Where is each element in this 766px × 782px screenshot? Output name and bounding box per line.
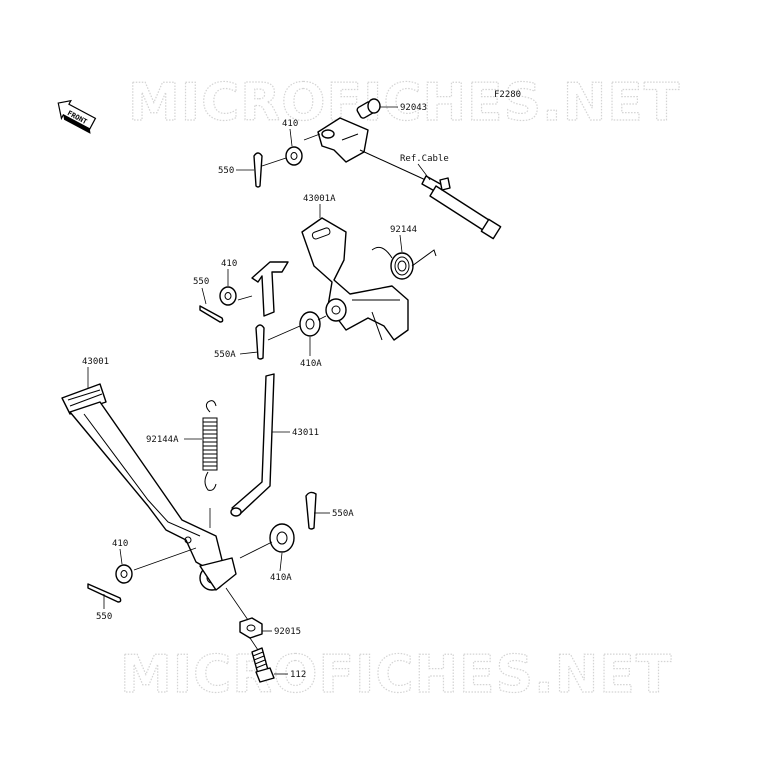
label-410-top: 410: [282, 119, 298, 129]
cotter-pin-550A-low: [305, 491, 317, 530]
torsion-spring-92144: [371, 246, 437, 280]
label-112: 112: [290, 670, 306, 680]
washer-410A-mid: [299, 311, 321, 337]
label-550A-mid: 550A: [214, 350, 236, 360]
label-410A-mid: 410A: [300, 359, 322, 369]
cotter-pin-550-low: [87, 583, 122, 603]
label-550-top: 550: [218, 166, 234, 176]
bolt-112: [251, 647, 275, 683]
brake-pedal-43001: [61, 383, 237, 591]
return-spring-92144A: [202, 400, 218, 491]
label-550-mid: 550: [193, 277, 209, 287]
label-410A-low: 410A: [270, 573, 292, 583]
assembly-lines: [133, 133, 327, 651]
washer-410-mid: [219, 286, 237, 306]
part-labels: 92043 410 550 Ref.Cable 43001A 92144 410…: [82, 103, 449, 680]
label-410-mid: 410: [221, 259, 237, 269]
cotter-pin-550-top: [253, 152, 263, 188]
label-ref-cable: Ref.Cable: [400, 154, 449, 164]
washer-410A-low: [269, 523, 295, 553]
brake-lever-43001A: [301, 217, 409, 341]
watermark-bottom: MICROFICHES.NET: [120, 645, 672, 705]
watermark-top: MICROFICHES.NET: [128, 73, 680, 133]
front-arrow-icon: FRONT: [57, 99, 97, 134]
brake-cable: [359, 149, 502, 240]
cable-clevis: [317, 117, 369, 163]
nut-92015: [239, 617, 263, 639]
label-43011: 43011: [292, 428, 319, 438]
cotter-pin-550A-mid: [255, 324, 265, 360]
label-43001: 43001: [82, 357, 109, 367]
label-92144A: 92144A: [146, 435, 179, 445]
label-92015: 92015: [274, 627, 301, 637]
label-92144: 92144: [390, 225, 417, 235]
washer-410-top: [285, 146, 303, 166]
label-550A-low: 550A: [332, 509, 354, 519]
brake-rod-43011: [230, 373, 275, 517]
figure-code: F2280: [494, 90, 521, 100]
bent-link-rod: [251, 261, 289, 317]
label-92043: 92043: [400, 103, 427, 113]
label-410-low: 410: [112, 539, 128, 549]
washer-410-low: [115, 564, 133, 584]
cotter-pin-550-mid: [199, 305, 224, 323]
label-550-low: 550: [96, 612, 112, 622]
label-43001A: 43001A: [303, 194, 336, 204]
clevis-pin-92043: [356, 98, 398, 119]
